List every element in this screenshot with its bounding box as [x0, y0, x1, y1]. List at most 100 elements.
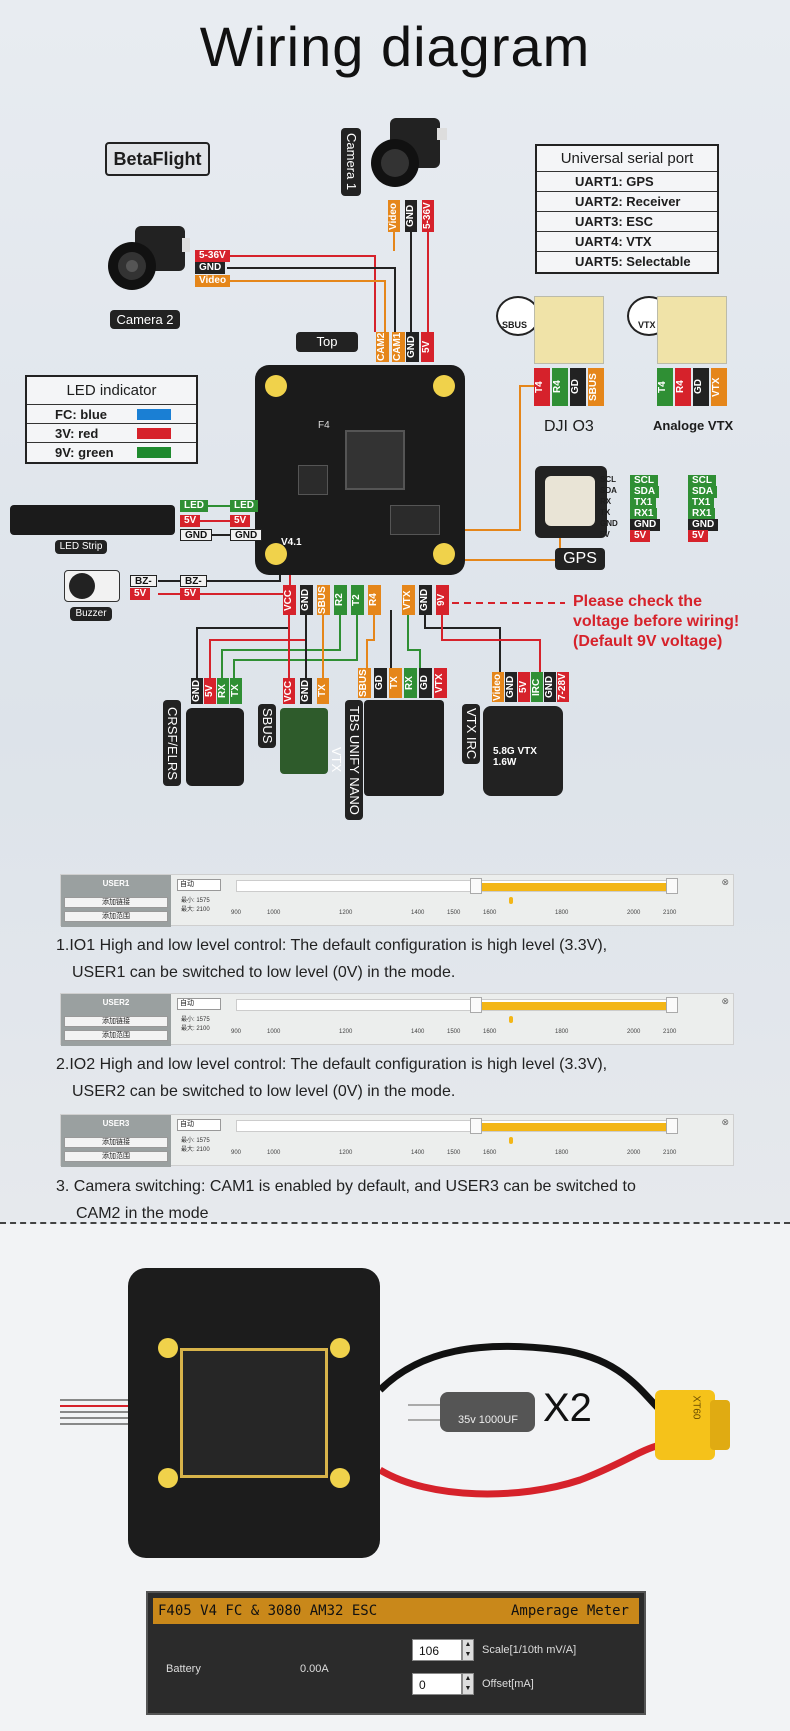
gps-pin: SDA	[600, 486, 617, 495]
note-line: USER1 can be switched to low level (0V) …	[72, 964, 456, 981]
vtx-irc-pin: 7-28V	[557, 672, 569, 702]
vtx-irc-pin: 5V	[518, 672, 530, 702]
serial-port-row: UART3: ESC	[537, 212, 717, 232]
crsf-pin: RX	[217, 678, 229, 704]
gps-pin: 5V	[600, 530, 610, 539]
capacitor-label: 35v 1000UF	[458, 1414, 518, 1426]
scale-stepper[interactable]: ▲▼	[462, 1639, 474, 1661]
serial-port-header: Universal serial port	[537, 146, 717, 172]
current-value-marker	[509, 897, 513, 904]
camera2-illustration	[108, 226, 190, 290]
gps-label: GPS	[555, 548, 605, 570]
range-max-handle[interactable]	[666, 997, 678, 1013]
add-link-button[interactable]: 添加链接	[64, 1137, 168, 1148]
wiring-lines	[158, 225, 588, 678]
vtx-pin: R4	[675, 368, 691, 406]
mode-select[interactable]: 自动	[177, 998, 221, 1010]
add-range-button[interactable]: 添加范围	[64, 1030, 168, 1041]
buzzer-fc-tag: 5V	[180, 588, 201, 600]
fc-cam-tag: 5V	[421, 332, 434, 362]
tick-label: 2100	[663, 910, 677, 916]
camera1-wire-tag: 5-36V	[422, 200, 434, 232]
tick-label: 2000	[627, 1029, 641, 1035]
fc-version-text: V4.1	[281, 537, 302, 548]
vtx-pin: T4	[657, 368, 673, 406]
vtx-tag-label: VTX	[638, 320, 656, 330]
range-max: 最大: 2100	[181, 1147, 210, 1153]
camera2-wire-tag: Video	[195, 275, 231, 287]
mcu-chip	[345, 430, 405, 490]
ribbon-cable	[60, 1399, 130, 1425]
tick-label: 900	[231, 1150, 242, 1156]
offset-input[interactable]: 0	[412, 1673, 462, 1695]
camera1-illustration	[371, 118, 447, 187]
tick-label: 1200	[339, 1150, 353, 1156]
tick-label: 1600	[483, 910, 497, 916]
mount-hole	[158, 1468, 178, 1488]
fc-bottom-tag: R2	[334, 585, 347, 615]
tick-label: 1800	[555, 910, 569, 916]
vtx-irc-pin: IRC	[531, 672, 543, 702]
close-icon[interactable]: ⊗	[721, 1117, 729, 1127]
tick-label: 900	[231, 910, 242, 916]
offset-stepper[interactable]: ▲▼	[462, 1673, 474, 1695]
note-line: CAM2 in the mode	[76, 1205, 209, 1222]
serial-port-table: Universal serial port UART1: GPS UART2: …	[535, 144, 719, 274]
camera2-wire-tag: 5-36V	[195, 250, 230, 262]
range-min-handle[interactable]	[470, 878, 482, 894]
dji-pin: GD	[570, 368, 586, 406]
gps-tag: SDA	[630, 486, 660, 498]
add-range-button[interactable]: 添加范围	[64, 911, 168, 922]
range-min: 最小: 1575	[181, 898, 210, 904]
crsf-pin: 5V	[204, 678, 216, 704]
range-max-handle[interactable]	[666, 878, 678, 894]
add-link-button[interactable]: 添加链接	[64, 897, 168, 908]
tbs-pin: VTX	[434, 668, 447, 698]
fc-bottom-tag: VCC	[283, 585, 296, 615]
scale-input[interactable]: 106	[412, 1639, 462, 1661]
add-link-button[interactable]: 添加链接	[64, 1016, 168, 1027]
mode-select[interactable]: 自动	[177, 879, 221, 891]
gps-tag: 5V	[630, 530, 651, 542]
range-max: 最大: 2100	[181, 1026, 210, 1032]
camera2-label: Camera 2	[110, 310, 180, 329]
vtx-pin: VTX	[711, 368, 727, 406]
camera1-label: Camera 1	[341, 128, 361, 196]
gps-pin: GND	[600, 519, 618, 528]
serial-port-row: UART5: Selectable	[575, 254, 691, 269]
mount-hole	[265, 375, 287, 397]
tick-label: 1500	[447, 1029, 461, 1035]
fc-bottom-tag: R4	[368, 585, 381, 615]
range-min: 最小: 1575	[181, 1017, 210, 1023]
led-swatch-green	[137, 447, 171, 458]
range-min-handle[interactable]	[470, 1118, 482, 1134]
current-value-marker	[509, 1137, 513, 1144]
note-line: 1.IO1 High and low level control: The de…	[56, 937, 608, 954]
tick-label: 1000	[267, 910, 281, 916]
sbus-label: SBUS	[258, 704, 276, 748]
close-icon[interactable]: ⊗	[721, 996, 729, 1006]
add-range-button[interactable]: 添加范围	[64, 1151, 168, 1162]
crsf-label: CRSF/ELRS	[163, 700, 181, 786]
tick-label: 1000	[267, 1150, 281, 1156]
led-row: 9V: green	[27, 443, 196, 462]
mount-hole	[433, 543, 455, 565]
gps-fc-tag: SCL	[688, 475, 716, 487]
gps-fc-tag: GND	[688, 519, 719, 531]
fc-cam-tag: CAM2	[376, 332, 389, 362]
led-strip	[10, 505, 175, 535]
esc-board	[128, 1268, 380, 1558]
range-min-handle[interactable]	[470, 997, 482, 1013]
vtx-irc-pin: GND	[544, 672, 556, 702]
tick-label: 1200	[339, 1029, 353, 1035]
range-max: 最大: 2100	[181, 907, 210, 913]
fc-bottom-tag: VTX	[402, 585, 415, 615]
buzzer-fc-tag: BZ-	[180, 575, 207, 587]
fc-bottom-tag: GND	[300, 585, 313, 615]
section-divider	[0, 1222, 790, 1224]
battery-current: 0.00A	[300, 1663, 329, 1675]
mode-select[interactable]: 自动	[177, 1119, 221, 1131]
close-icon[interactable]: ⊗	[721, 877, 729, 887]
mount-hole	[330, 1338, 350, 1358]
range-max-handle[interactable]	[666, 1118, 678, 1134]
